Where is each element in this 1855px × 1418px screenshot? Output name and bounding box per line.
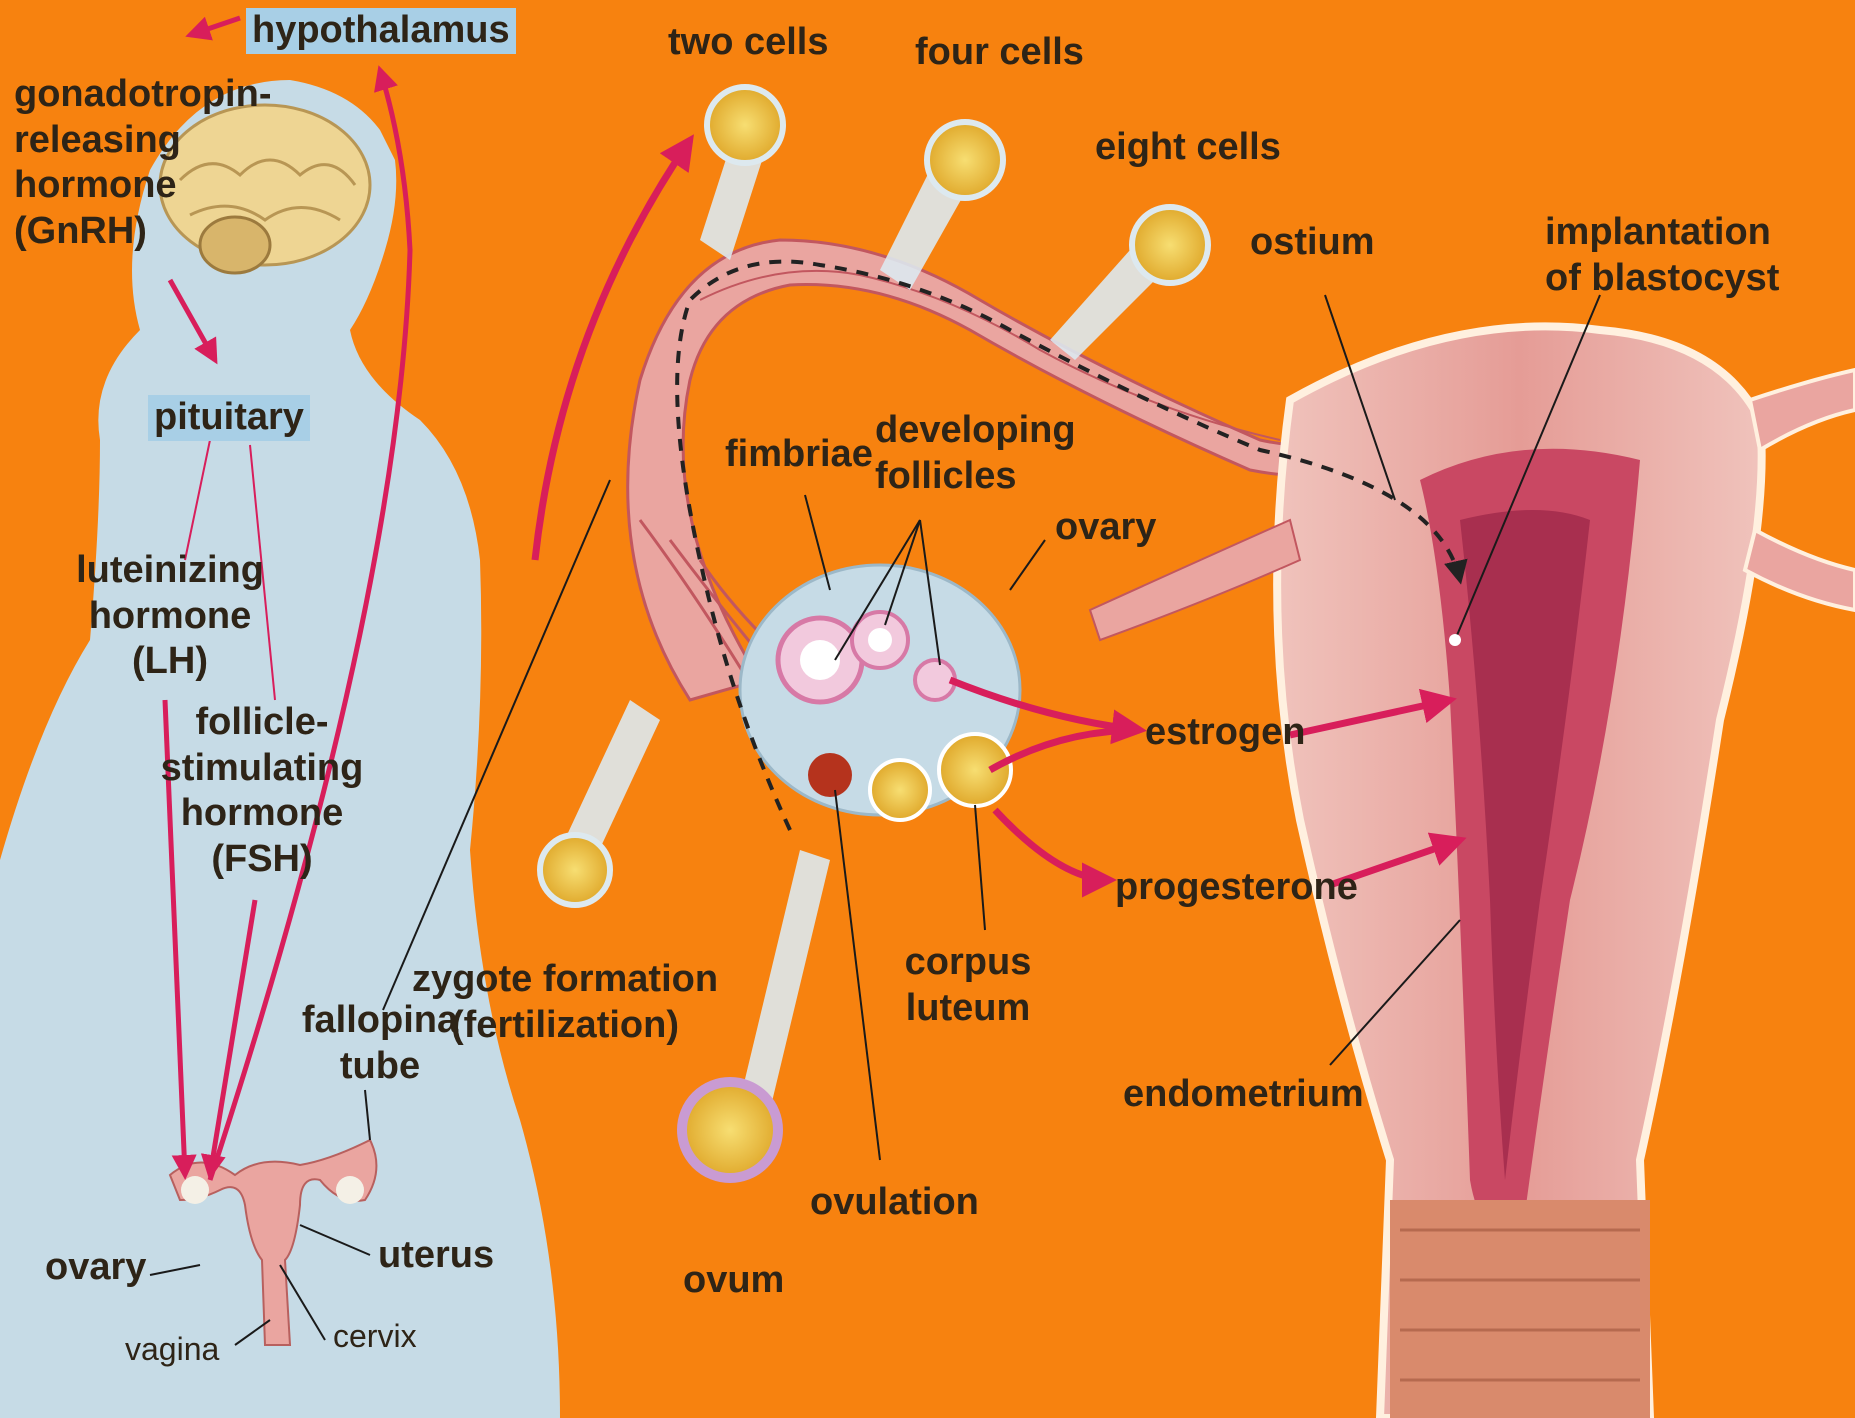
label-four-cells: four cells (915, 30, 1084, 76)
label-implantation-line: of blastocyst (1545, 256, 1779, 302)
label-corpus-luteum: corpus luteum (905, 940, 1032, 1031)
label-gnrh-line: releasing (14, 118, 271, 164)
label-developing-follicles: developing follicles (875, 408, 1076, 499)
label-cervix: cervix (333, 1317, 417, 1355)
label-vagina: vagina (125, 1330, 219, 1368)
label-follicles-line: developing (875, 408, 1076, 454)
label-ovum: ovum (683, 1258, 784, 1304)
label-fsh-line: stimulating (161, 746, 364, 792)
label-lh-line: hormone (76, 594, 264, 640)
label-fsh: follicle- stimulating hormone (FSH) (161, 700, 364, 882)
label-ovary-small: ovary (45, 1245, 146, 1291)
label-gnrh-line: gonadotropin- (14, 72, 271, 118)
label-endometrium: endometrium (1123, 1072, 1364, 1118)
label-uterus-small: uterus (378, 1233, 494, 1279)
label-gnrh-line: (GnRH) (14, 209, 271, 255)
label-zygote-formation: zygote formation (fertilization) (412, 957, 718, 1048)
label-fsh-line: hormone (161, 791, 364, 837)
label-follicles-line: follicles (875, 454, 1076, 500)
label-two-cells: two cells (668, 20, 829, 66)
label-hypothalamus: hypothalamus (246, 8, 516, 54)
label-gnrh-line: hormone (14, 163, 271, 209)
label-ovary-large: ovary (1055, 505, 1156, 551)
label-ovulation: ovulation (810, 1180, 979, 1226)
label-implantation: implantation of blastocyst (1545, 210, 1779, 301)
label-zygote-line: (fertilization) (412, 1003, 718, 1049)
label-fallopian-tube-line: tube (302, 1044, 458, 1090)
label-eight-cells: eight cells (1095, 125, 1281, 171)
label-ostium: ostium (1250, 220, 1375, 266)
label-fsh-line: follicle- (161, 700, 364, 746)
label-lh: luteinizing hormone (LH) (76, 548, 264, 685)
label-zygote-line: zygote formation (412, 957, 718, 1003)
label-pituitary: pituitary (148, 395, 310, 441)
label-implantation-line: implantation (1545, 210, 1779, 256)
label-lh-line: (LH) (76, 639, 264, 685)
label-fsh-line: (FSH) (161, 837, 364, 883)
label-progesterone: progesterone (1115, 865, 1358, 911)
label-lh-line: luteinizing (76, 548, 264, 594)
label-corpus-luteum-line: luteum (905, 986, 1032, 1032)
label-fimbriae: fimbriae (725, 432, 873, 478)
label-gnrh: gonadotropin- releasing hormone (GnRH) (14, 72, 271, 254)
label-estrogen: estrogen (1145, 710, 1305, 756)
label-corpus-luteum-line: corpus (905, 940, 1032, 986)
